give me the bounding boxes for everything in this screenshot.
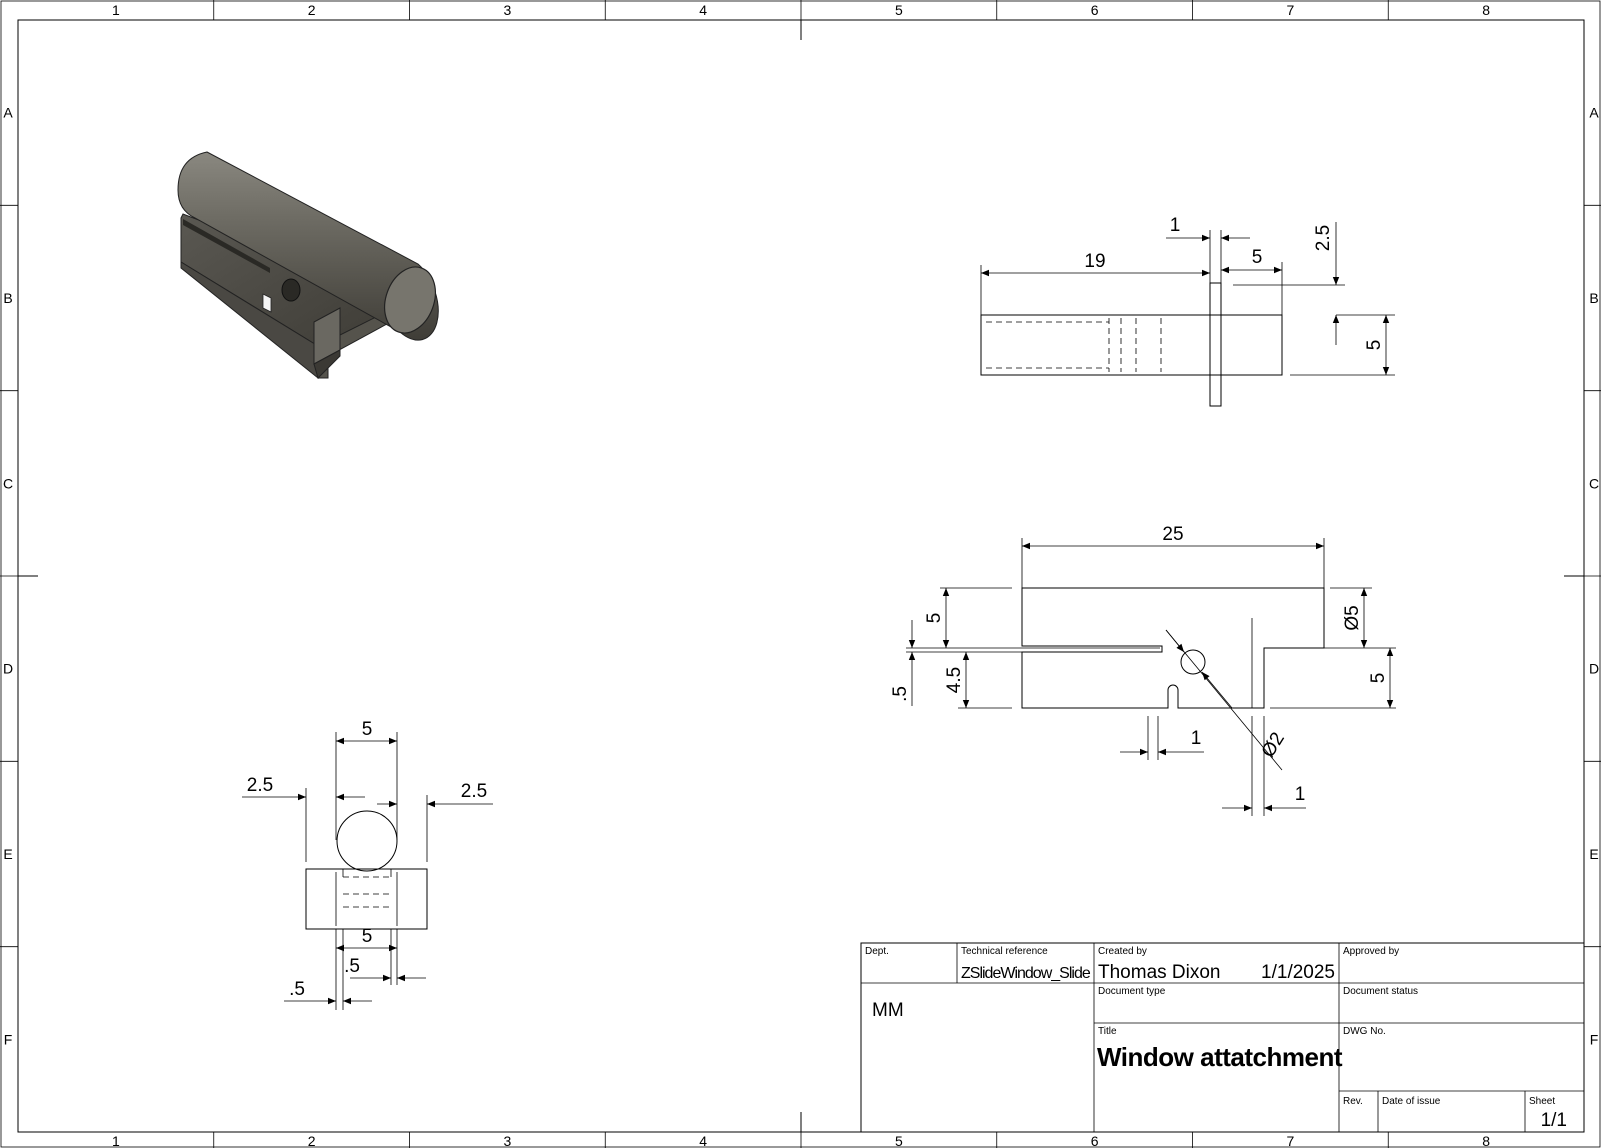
sheet-value: 1/1	[1541, 1110, 1567, 1131]
dim-phi2: Ø2	[1258, 729, 1289, 762]
zone-row-label-left: E	[3, 846, 12, 862]
tech-ref-label: Technical reference	[961, 946, 1048, 957]
dim-phi5: Ø5	[1342, 605, 1363, 630]
zone-col-label-bottom: 7	[1286, 1133, 1294, 1148]
created-date: 1/1/2025	[1261, 962, 1335, 983]
zone-row-label-left: B	[3, 290, 12, 306]
dim-1-front-notch: 1	[1191, 728, 1202, 749]
zone-col-label-top: 7	[1286, 2, 1294, 18]
top-view: 19 1 5 2.5 5	[980, 215, 1395, 407]
dim-5-top-v: 5	[1364, 340, 1385, 351]
dim-1-front-right: 1	[1295, 784, 1306, 805]
dim-0-5-front: .5	[890, 686, 911, 702]
dim-5-top-h: 5	[1252, 247, 1263, 268]
dim-4-5-front: 4.5	[944, 667, 965, 693]
dim-5-side-bottom: 5	[362, 926, 373, 947]
zone-row-label-right: E	[1589, 846, 1598, 862]
approved-by-label: Approved by	[1343, 946, 1399, 957]
zone-row-label-right: A	[1589, 105, 1599, 121]
doc-type-label: Document type	[1098, 986, 1166, 997]
zone-row-label-right: F	[1590, 1031, 1599, 1047]
dim-5-side-top: 5	[362, 719, 373, 740]
zone-row-label-left: C	[3, 475, 13, 491]
dim-0-5-side-b: .5	[289, 979, 305, 1000]
dim-0-5-side-a: .5	[344, 956, 360, 977]
zone-row-label-left: A	[3, 105, 13, 121]
zone-col-label-bottom: 3	[503, 1133, 511, 1148]
zone-row-label-right: C	[1589, 475, 1599, 491]
drawing-title: Window attatchment	[1097, 1042, 1343, 1072]
dim-25: 25	[1162, 524, 1183, 545]
dim-2-5-side-left: 2.5	[247, 775, 273, 796]
side-view: 5 2.5 2.5 5 .5 .5	[242, 719, 493, 1010]
zone-col-label-bottom: 4	[699, 1133, 707, 1148]
zone-col-label-top: 2	[308, 2, 316, 18]
zone-col-label-top: 8	[1482, 2, 1490, 18]
zone-col-label-bottom: 2	[308, 1133, 316, 1148]
zone-row-label-right: B	[1589, 290, 1598, 306]
dim-5-front-right: 5	[1368, 673, 1389, 684]
zone-row-label-left: F	[4, 1031, 13, 1047]
dim-1-top: 1	[1170, 215, 1181, 236]
dim-2-5-top: 2.5	[1313, 225, 1334, 251]
zone-col-label-top: 4	[699, 2, 707, 18]
dim-5-front-left: 5	[924, 613, 945, 624]
zone-row-label-right: D	[1589, 661, 1599, 677]
dept-label: Dept.	[865, 946, 889, 957]
created-by-label: Created by	[1098, 946, 1147, 957]
zone-col-label-bottom: 8	[1482, 1133, 1490, 1148]
zone-col-label-top: 1	[112, 2, 120, 18]
dim-2-5-side-right: 2.5	[461, 781, 487, 802]
tech-ref-value: ZSlideWindow_Slide	[961, 965, 1091, 982]
zone-col-label-bottom: 6	[1091, 1133, 1099, 1148]
isometric-view	[177, 151, 439, 380]
dim-19: 19	[1084, 251, 1105, 272]
zone-col-label-bottom: 1	[112, 1133, 120, 1148]
doc-status-label: Document status	[1343, 986, 1418, 997]
dept-value: MM	[872, 1000, 904, 1021]
date-of-issue-label: Date of issue	[1382, 1096, 1441, 1107]
zone-row-label-left: D	[3, 661, 13, 677]
created-by-value: Thomas Dixon	[1098, 962, 1221, 983]
front-view: 25 5 .5 4.5 Ø5 5 1 Ø2	[890, 524, 1396, 816]
zone-col-label-top: 6	[1091, 2, 1099, 18]
title-label: Title	[1098, 1026, 1117, 1037]
title-block: Dept. Technical reference Created by App…	[860, 942, 1585, 1133]
dwg-no-label: DWG No.	[1343, 1026, 1386, 1037]
sheet-label: Sheet	[1529, 1096, 1555, 1107]
rev-label: Rev.	[1343, 1096, 1363, 1107]
zone-col-label-bottom: 5	[895, 1133, 903, 1148]
zone-col-label-top: 5	[895, 2, 903, 18]
zone-col-label-top: 3	[503, 2, 511, 18]
